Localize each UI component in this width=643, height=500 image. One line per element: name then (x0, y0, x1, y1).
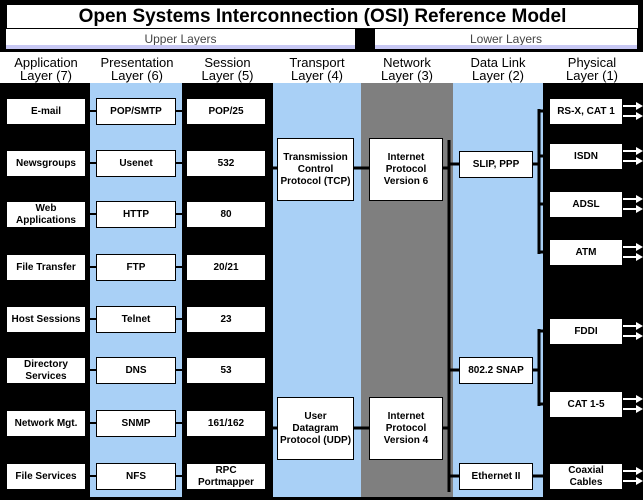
header-presentation: Presentation Layer (6) (100, 55, 174, 83)
physical-cat-1-5: CAT 1-5 (549, 391, 623, 418)
pres-usenet: Usenet (96, 150, 176, 177)
session-rpc-portmapper: RPC Portmapper (186, 463, 266, 490)
physical-adsl: ADSL (549, 191, 623, 218)
lower-layers-label: Lower Layers (375, 29, 637, 49)
physical-fddi: FDDI (549, 318, 623, 345)
upper-layers-text: Upper Layers (144, 32, 217, 46)
header-session: Session Layer (5) (201, 55, 254, 83)
datalink-slip-ppp: SLIP, PPP (459, 151, 533, 178)
session-pop-25: POP/25 (186, 98, 266, 125)
network-ipv4: Internet Protocol Version 4 (369, 397, 443, 460)
session-20-21: 20/21 (186, 254, 266, 281)
header-physical: Physical Layer (1) (565, 55, 619, 83)
app-host-sessions: Host Sessions (6, 306, 86, 333)
transport-tcp: Transmission Control Protocol (TCP) (277, 138, 354, 201)
physical-rs-x-cat1: RS-X, CAT 1 (549, 98, 623, 125)
app-network-mgt: Network Mgt. (6, 410, 86, 437)
app-web-applications: Web Applications (6, 201, 86, 228)
network-ipv6: Internet Protocol Version 6 (369, 138, 443, 201)
session-53: 53 (186, 357, 266, 384)
lower-layers-text: Lower Layers (469, 32, 543, 46)
physical-isdn: ISDN (549, 143, 623, 170)
pres-nfs: NFS (96, 463, 176, 490)
app-newsgroups: Newsgroups (6, 150, 86, 177)
header-strip (0, 52, 643, 83)
app-email: E-mail (6, 98, 86, 125)
physical-atm: ATM (549, 239, 623, 266)
session-23: 23 (186, 306, 266, 333)
pres-telnet: Telnet (96, 306, 176, 333)
pres-http: HTTP (96, 201, 176, 228)
datalink-ethernet-ii: Ethernet II (459, 463, 533, 490)
physical-coaxial-cables: Coaxial Cables (549, 463, 623, 490)
pres-dns: DNS (96, 357, 176, 384)
lower-layers-bar (375, 45, 637, 49)
session-532: 532 (186, 150, 266, 177)
app-file-services: File Services (6, 463, 86, 490)
datalink-802-2-snap: 802.2 SNAP (459, 357, 533, 384)
pres-ftp: FTP (96, 254, 176, 281)
page-title: Open Systems Interconnection (OSI) Refer… (6, 4, 639, 29)
session-80: 80 (186, 201, 266, 228)
pres-snmp: SNMP (96, 410, 176, 437)
upper-layers-label: Upper Layers (6, 29, 355, 49)
app-directory-services: Directory Services (6, 357, 86, 384)
header-datalink: Data Link Layer (2) (470, 55, 526, 83)
session-161-162: 161/162 (186, 410, 266, 437)
pres-pop-smtp: POP/SMTP (96, 98, 176, 125)
header-transport: Transport Layer (4) (289, 55, 345, 83)
transport-udp: User Datagram Protocol (UDP) (277, 397, 354, 460)
header-network: Network Layer (3) (380, 55, 434, 83)
upper-layers-bar (6, 45, 355, 49)
app-file-transfer: File Transfer (6, 254, 86, 281)
header-application: Application Layer (7) (14, 55, 78, 83)
